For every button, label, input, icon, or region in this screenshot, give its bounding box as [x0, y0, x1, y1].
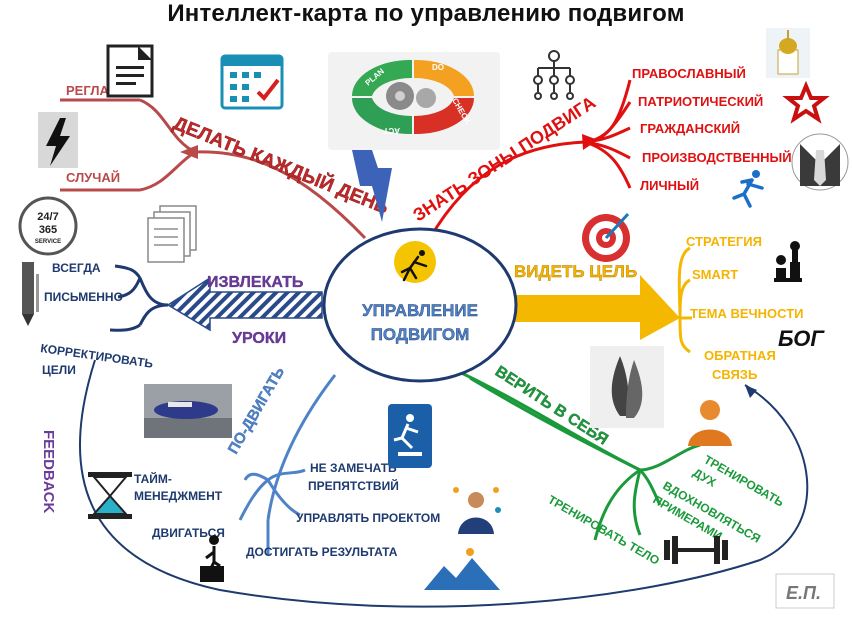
church-icon	[766, 28, 810, 78]
lessons-item-correct-2: ЦЕЛИ	[42, 363, 76, 377]
pdca-cycle-icon: PLAN DO CHECK ACT	[328, 52, 500, 150]
red-star-icon	[782, 80, 830, 124]
move-item-time-1: ТАЙМ-	[134, 471, 172, 486]
pdca-do: DO	[432, 63, 444, 72]
climbing-person-icon	[200, 535, 224, 582]
goal-item-smart: SMART	[692, 267, 738, 282]
branch-goal-lines	[677, 246, 692, 354]
branch-lessons-label-2: УРОКИ	[232, 330, 286, 347]
center-label-1: УПРАВЛЕНИЕ	[362, 301, 478, 320]
feedback-loop-line	[78, 359, 809, 608]
center-label-2: ПОДВИГОМ	[371, 325, 470, 344]
zone-item-orthodox: ПРАВОСЛАВНЫЙ	[632, 66, 746, 81]
branch-believe	[454, 368, 701, 541]
lightning-bolt-icon	[352, 150, 392, 222]
move-item-time-2: МЕНЕДЖМЕНТ	[134, 489, 223, 503]
runner-icon	[732, 170, 764, 208]
goal-item-strategy: СТРАТЕГИЯ	[686, 234, 762, 249]
believe-item-body: ТРЕНИРОВАТЬ ТЕЛО	[546, 492, 662, 567]
manager-icon	[453, 487, 501, 534]
papers-icon	[147, 205, 197, 263]
move-item-move: ДВИГАТЬСЯ	[152, 526, 225, 540]
pencil-icon	[22, 262, 39, 326]
feedback-arrowhead	[745, 385, 757, 398]
calendar-icon	[220, 54, 284, 110]
pdca-act: ACT	[383, 126, 400, 135]
obstacle-sign-icon	[388, 404, 432, 468]
chess-icon	[774, 241, 802, 282]
lessons-arrow	[166, 276, 323, 332]
goal-item-eternity: ТЕМА ВЕЧНОСТИ	[690, 306, 803, 321]
signature-text: Е.П.	[786, 583, 821, 603]
move-item-result: ДОСТИГАТЬ РЕЗУЛЬТАТА	[246, 545, 398, 559]
hourglass-icon	[88, 472, 132, 519]
branch-daily	[60, 98, 367, 240]
hierarchy-icon	[533, 50, 575, 100]
lightning-icon	[38, 112, 78, 168]
goal-item-feedback-2: СВЯЗЬ	[712, 367, 757, 382]
lessons-item-written: ПИСЬМЕННО	[44, 290, 123, 304]
branch-goal-label: ВИДЕТЬ ЦЕЛЬ	[514, 262, 637, 281]
zones-arrowhead	[582, 134, 598, 150]
service-badge-icon: 24/7 365 SERVICE	[18, 196, 78, 256]
dumbbell-icon	[664, 536, 728, 564]
daily-item-sluchai: СЛУЧАЙ	[66, 170, 120, 185]
branch-lessons-lines	[109, 264, 169, 332]
feedback-label: FEEDBACK	[40, 430, 57, 514]
center-node	[322, 227, 518, 383]
praying-hands-icon	[590, 346, 664, 428]
move-item-project: УПРАВЛЯТЬ ПРОЕКТОМ	[296, 511, 440, 525]
suit-tie-icon	[791, 133, 849, 191]
daily-arrowhead	[180, 145, 198, 159]
target-icon	[582, 212, 630, 262]
goal-arrow	[512, 275, 680, 340]
branch-move	[238, 374, 337, 555]
branch-lessons-label-1: ИЗВЛЕКАТЬ	[207, 274, 303, 291]
hero-runner-icon	[394, 241, 436, 283]
buddha-icon	[688, 400, 732, 446]
zone-item-personal: ЛИЧНЫЙ	[640, 178, 699, 193]
race-car-photo	[144, 384, 232, 438]
service-line-1: 24/7	[37, 211, 58, 223]
bog-label: БОГ	[778, 326, 825, 351]
branch-move-label: ПО-ДВИГАТЬ	[225, 364, 288, 457]
service-line-3: SERVICE	[35, 239, 61, 245]
move-item-ignore-2: ПРЕПЯТСТВИЙ	[308, 478, 399, 493]
zone-item-patriotic: ПАТРИОТИЧЕСКИЙ	[638, 94, 763, 109]
goal-item-feedback-1: ОБРАТНАЯ	[704, 348, 776, 363]
document-icon	[106, 44, 154, 98]
mountain-icon	[424, 548, 500, 590]
service-line-2: 365	[39, 224, 57, 236]
page-title: Интеллект-карта по управлению подвигом	[167, 0, 685, 27]
move-item-ignore-1: НЕ ЗАМЕЧАТЬ	[310, 461, 397, 475]
lessons-item-always: ВСЕГДА	[52, 261, 101, 275]
zone-item-civic: ГРАЖДАНСКИЙ	[640, 121, 740, 136]
zone-item-production: ПРОИЗВОДСТВЕННЫЙ	[642, 150, 792, 165]
signature-box: Е.П.	[775, 573, 835, 609]
